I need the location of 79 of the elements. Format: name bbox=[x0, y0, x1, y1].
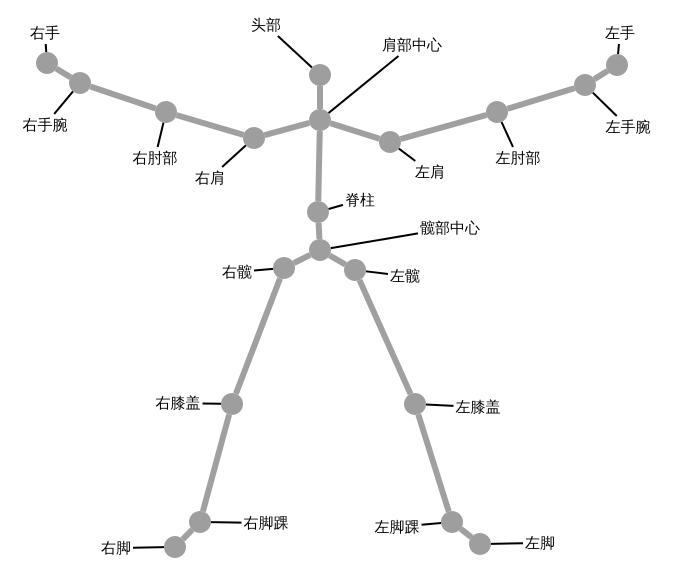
joint-label: 左肘部 bbox=[496, 149, 540, 167]
joint-label: 左脚踝 bbox=[374, 518, 420, 536]
bone-line bbox=[180, 528, 194, 542]
joint-circle bbox=[606, 54, 628, 76]
joint-circle bbox=[164, 536, 186, 558]
joint-label: 左髋 bbox=[390, 267, 420, 285]
joint-circle bbox=[441, 511, 463, 533]
bone-line bbox=[328, 252, 347, 268]
bone-line bbox=[264, 120, 310, 138]
leader-line bbox=[490, 542, 524, 545]
bone-line bbox=[506, 85, 576, 112]
leader-line bbox=[221, 144, 247, 168]
bone-line bbox=[315, 130, 323, 202]
leader-line bbox=[132, 546, 164, 549]
joint-circle bbox=[309, 64, 331, 86]
joint-circle bbox=[36, 52, 58, 74]
joint-circle bbox=[189, 511, 211, 533]
joint-label: 左膝盖 bbox=[456, 398, 500, 416]
joint-circle bbox=[344, 259, 366, 281]
joint-circle bbox=[155, 101, 177, 123]
leader-line bbox=[156, 122, 164, 148]
joint-label: 左手 bbox=[605, 24, 635, 42]
leader-line bbox=[617, 44, 620, 54]
joint-circle bbox=[221, 393, 243, 415]
joint-label: 右肩 bbox=[195, 169, 225, 187]
leader-line bbox=[202, 402, 222, 405]
bone-line bbox=[54, 66, 72, 80]
joint-circle bbox=[273, 257, 295, 279]
bone-line bbox=[330, 120, 380, 142]
joint-circle bbox=[243, 127, 265, 149]
leader-line bbox=[398, 148, 416, 162]
joint-label: 髋部中心 bbox=[420, 219, 480, 237]
joint-circle bbox=[309, 239, 331, 261]
joint-label: 肩部中心 bbox=[382, 36, 442, 54]
leader-line bbox=[328, 55, 400, 114]
joint-label: 右手腕 bbox=[22, 116, 68, 134]
bone-line bbox=[292, 252, 312, 266]
joint-label: 左肩 bbox=[415, 163, 445, 181]
joint-label: 右手 bbox=[30, 24, 60, 42]
bone-line bbox=[356, 278, 414, 396]
joint-label: 左手腕 bbox=[606, 118, 650, 136]
leader-line bbox=[426, 404, 454, 407]
bone-line bbox=[458, 526, 474, 540]
joint-circle bbox=[486, 101, 508, 123]
joint-circle bbox=[404, 393, 426, 415]
joint-label: 右脚踝 bbox=[244, 514, 288, 532]
joint-circle bbox=[307, 201, 329, 223]
leader-line bbox=[500, 122, 514, 148]
bone-line bbox=[415, 414, 452, 512]
joint-circle bbox=[69, 72, 91, 94]
joint-label: 右膝盖 bbox=[156, 394, 200, 412]
joint-label: 头部 bbox=[251, 16, 281, 34]
leader-line bbox=[330, 232, 418, 250]
leader-line bbox=[277, 35, 313, 68]
leader-line bbox=[44, 44, 48, 52]
joint-circle bbox=[379, 131, 401, 153]
leader-line bbox=[328, 204, 344, 210]
bone-line bbox=[89, 84, 157, 112]
joint-label: 脊柱 bbox=[345, 191, 375, 209]
joint-circle bbox=[469, 533, 491, 555]
joint-label: 右肘部 bbox=[132, 149, 178, 167]
bone-line bbox=[592, 68, 610, 82]
joint-label: 右髋 bbox=[222, 263, 252, 281]
leader-line bbox=[254, 268, 274, 272]
leader-line bbox=[592, 92, 618, 117]
bone-line bbox=[233, 277, 283, 395]
leader-line bbox=[421, 522, 442, 526]
leader-line bbox=[366, 270, 388, 275]
joint-label: 右脚 bbox=[101, 539, 131, 557]
joint-circle bbox=[309, 109, 331, 131]
bone-line bbox=[176, 112, 244, 138]
bone-line bbox=[316, 222, 322, 240]
bone-line bbox=[317, 86, 323, 109]
joint-circle bbox=[574, 74, 596, 96]
bone-line bbox=[200, 414, 232, 512]
joint-label: 左脚 bbox=[525, 534, 555, 552]
leader-line bbox=[210, 521, 242, 524]
bone-line bbox=[400, 112, 488, 142]
leader-line bbox=[53, 90, 74, 115]
